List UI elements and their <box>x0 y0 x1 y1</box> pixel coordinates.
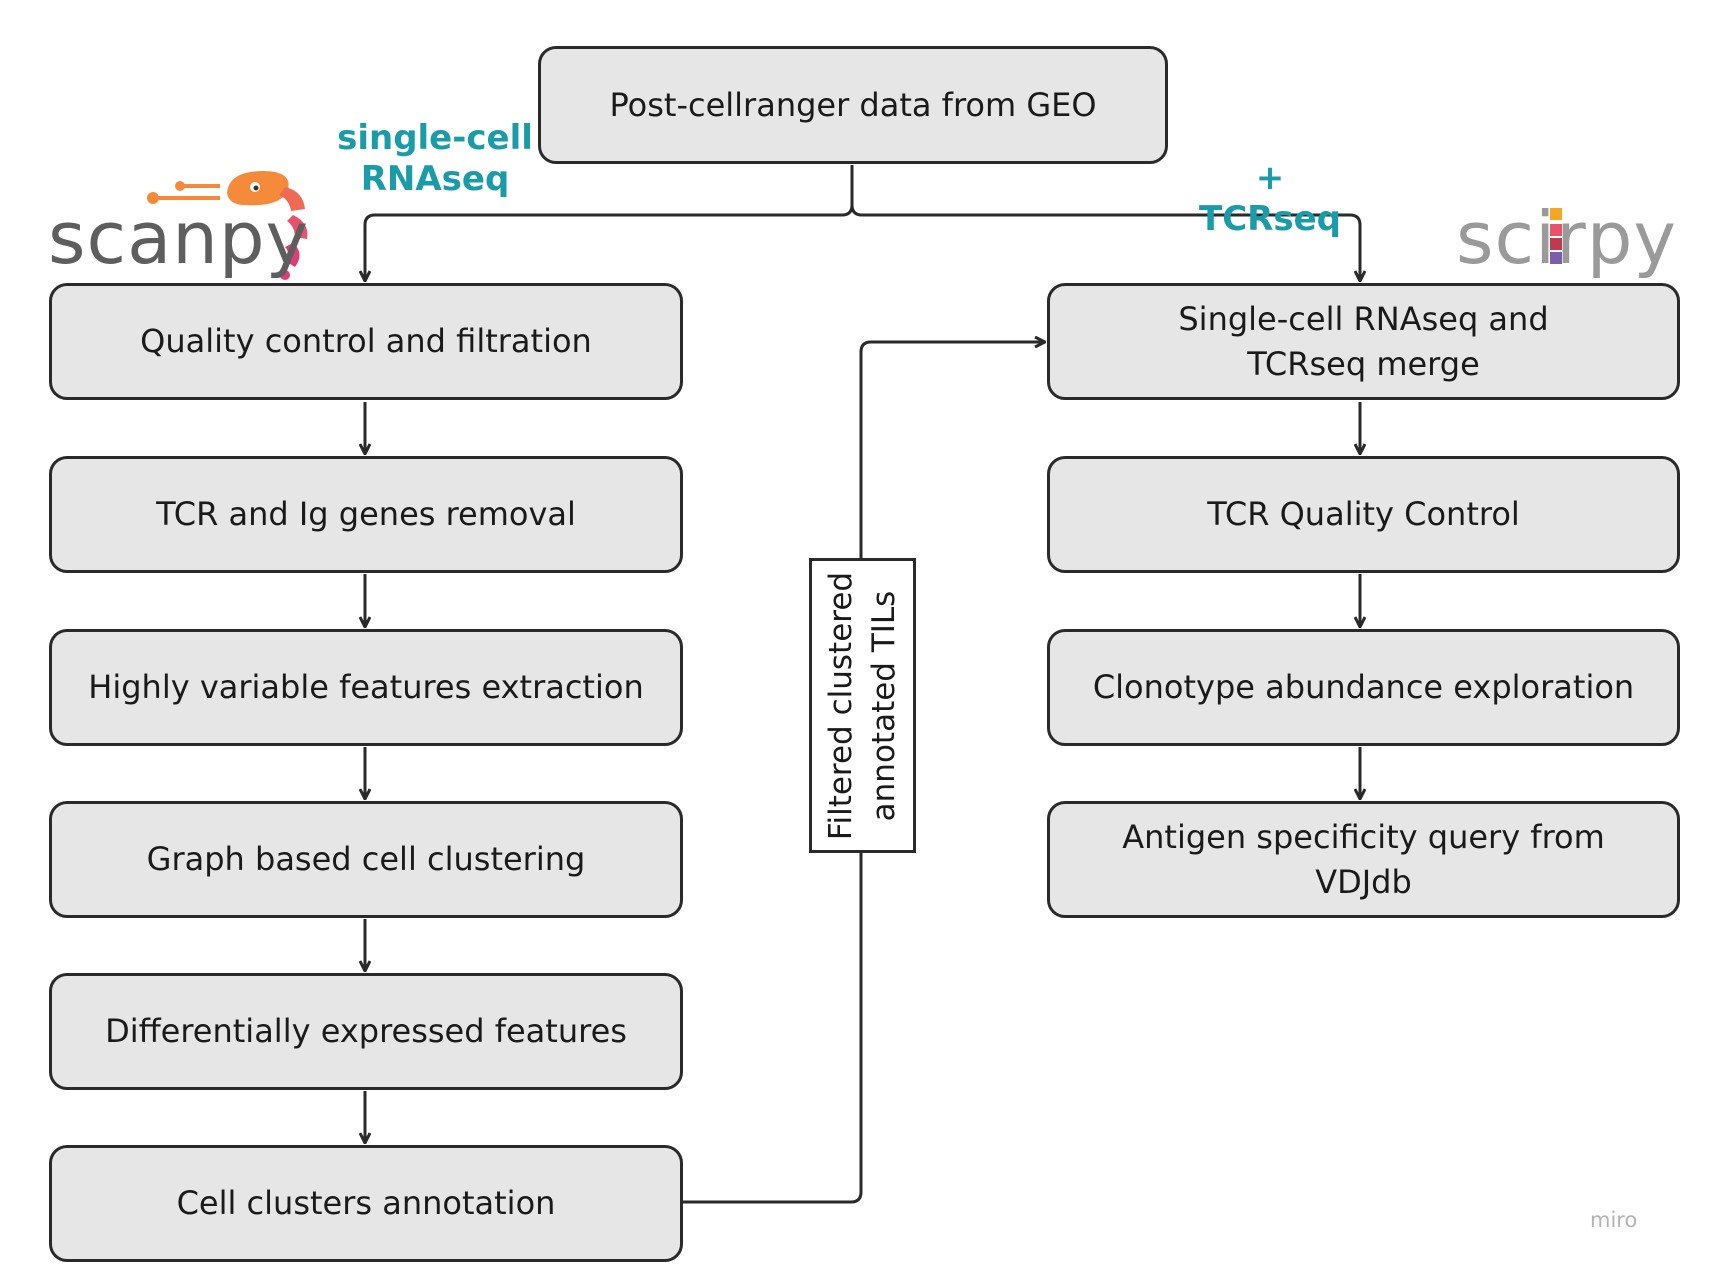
edge-label-left-line2: RNAseq <box>360 158 510 199</box>
node-hvf-extraction: Highly variable features extraction <box>49 629 683 746</box>
node-rnaseq-tcrseq-merge: Single-cell RNAseq and TCRseq merge <box>1047 283 1680 400</box>
node-source-label: Post-cellranger data from GEO <box>609 85 1097 124</box>
node-antigen-specificity: Antigen specificity query from VDJdb <box>1047 801 1680 918</box>
node-quality-control: Quality control and filtration <box>49 283 683 400</box>
edge-label-single-cell-rnaseq: single-cell RNAseq <box>330 118 540 200</box>
node-clonotype-abundance: Clonotype abundance exploration <box>1047 629 1680 746</box>
edge-label-filtered-tils: Filtered clustered annotated TILs <box>809 558 916 853</box>
edge-label-left-line1: single-cell <box>337 118 533 158</box>
node-graph-clustering: Graph based cell clustering <box>49 801 683 918</box>
miro-watermark: miro <box>1590 1208 1638 1232</box>
edge-source-to-merge <box>850 204 1360 280</box>
node-cluster-annotation: Cell clusters annotation <box>49 1145 683 1262</box>
scanpy-logo-text: scanpy <box>48 196 310 280</box>
edge-label-tcrseq: + TCRseq <box>1199 158 1341 239</box>
scanpy-logo-icon <box>147 171 308 280</box>
edge-label-transfer-line1: Filtered clustered <box>822 571 859 840</box>
node-tcr-quality-control: TCR Quality Control <box>1047 456 1680 573</box>
edge-label-transfer-line2: annotated TILs <box>865 590 902 821</box>
scirpy-stripes-icon <box>1550 208 1562 264</box>
node-tcr-ig-removal: TCR and Ig genes removal <box>49 456 683 573</box>
node-source: Post-cellranger data from GEO <box>538 46 1168 164</box>
node-differential-expression: Differentially expressed features <box>49 973 683 1090</box>
scirpy-logo-text: scirpy <box>1456 196 1678 280</box>
